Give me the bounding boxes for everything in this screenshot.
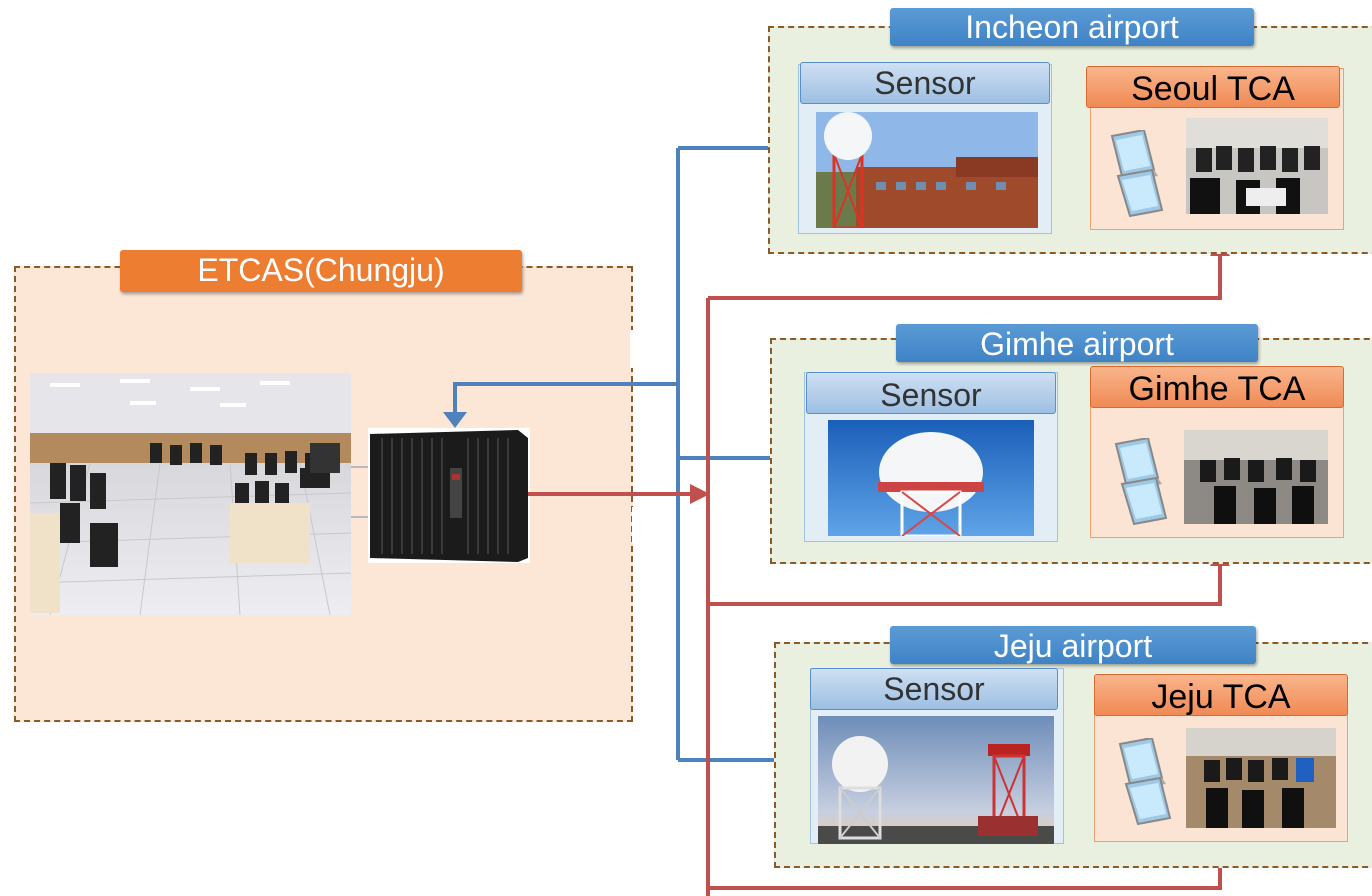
jeju-sensor-title: Sensor: [810, 668, 1058, 710]
monitor-icon: [1116, 736, 1180, 828]
monitor-icon: [1108, 128, 1172, 220]
gimhe-tca-room-photo: [1184, 430, 1328, 524]
jeju-tca-room-photo: [1186, 728, 1336, 828]
blue-arrowhead: [443, 412, 467, 428]
incheon-airport-title: Incheon airport: [890, 8, 1254, 46]
seoul-tca-title: Seoul TCA: [1086, 66, 1340, 108]
jeju-radar-photo: [818, 716, 1054, 844]
mask-patch-lower: [632, 507, 668, 543]
control-room-photo: [30, 373, 351, 615]
gimhe-sensor-title: Sensor: [806, 372, 1056, 414]
incheon-sensor-title: Sensor: [800, 62, 1050, 104]
gimhe-tca-title: Gimhe TCA: [1090, 366, 1344, 408]
red-arrowhead-hub: [690, 484, 710, 504]
gimhe-airport-title: Gimhe airport: [896, 324, 1258, 362]
jeju-tca-title: Jeju TCA: [1094, 674, 1348, 716]
monitor-icon: [1112, 436, 1176, 528]
mask-patch-upper: [630, 330, 658, 368]
seoul-tca-room-photo: [1186, 118, 1328, 214]
jeju-airport-title: Jeju airport: [890, 626, 1256, 664]
incheon-radar-photo: [816, 112, 1038, 228]
server-rack-image: [368, 428, 530, 563]
gimhe-radar-photo: [828, 420, 1034, 536]
etcas-title: ETCAS(Chungju): [120, 250, 522, 292]
